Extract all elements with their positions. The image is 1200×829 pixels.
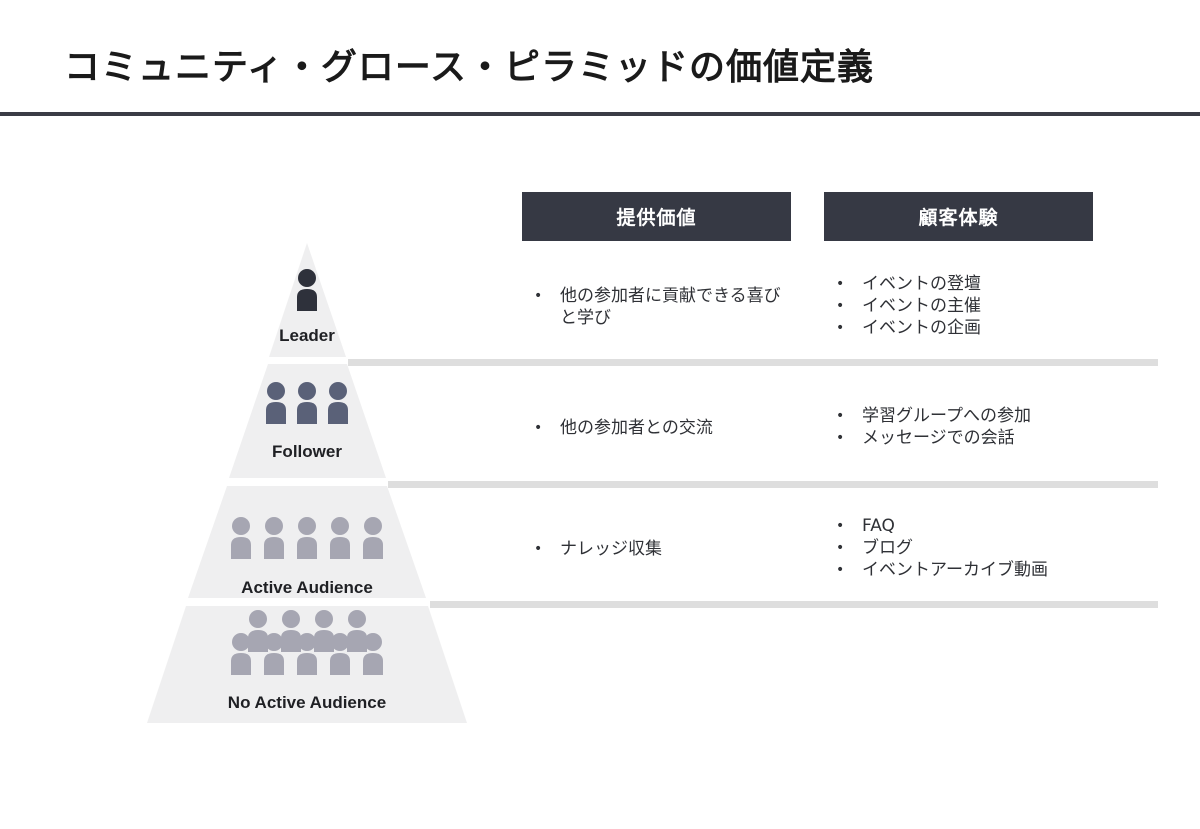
person-icon (330, 517, 350, 559)
person-icon (231, 517, 251, 559)
row-separator (388, 481, 1158, 488)
list-item: メッセージでの会話 (826, 427, 1126, 449)
list-item: イベントの主催 (826, 295, 1126, 317)
person-icon (264, 633, 284, 675)
list-item: 他の参加者との交流 (524, 417, 794, 439)
list-item: 学習グループへの参加 (826, 405, 1126, 427)
title-divider (0, 112, 1200, 116)
list-item: イベントの企画 (826, 317, 1126, 339)
person-icon (297, 269, 317, 311)
list-item: FAQ (826, 515, 1126, 537)
follower-experience-list: 学習グループへの参加 メッセージでの会話 (826, 405, 1126, 449)
list-item: イベントの登壇 (826, 273, 1126, 295)
list-item: イベントアーカイブ動画 (826, 559, 1126, 581)
row-separator (430, 601, 1158, 608)
list-item: ブログ (826, 537, 1126, 559)
list-item: 他の参加者に貢献できる喜びと学び (524, 285, 794, 329)
active-audience-value-list: ナレッジ収集 (524, 538, 794, 560)
person-icon (297, 633, 317, 675)
column-header-experience: 顧客体験 (824, 192, 1093, 241)
person-icon (297, 382, 317, 424)
tier-label-follower: Follower (272, 442, 342, 461)
column-header-value: 提供価値 (522, 192, 791, 241)
person-icon (363, 633, 383, 675)
person-icon (264, 517, 284, 559)
person-icon (297, 517, 317, 559)
page-title: コミュニティ・グロース・ピラミッドの価値定義 (64, 47, 875, 88)
person-icon (231, 633, 251, 675)
tier-label-leader: Leader (279, 326, 335, 345)
tier-label-active-audience: Active Audience (241, 578, 373, 597)
list-item: ナレッジ収集 (524, 538, 794, 560)
person-icon (328, 382, 348, 424)
follower-value-list: 他の参加者との交流 (524, 417, 794, 439)
person-icon (330, 633, 350, 675)
person-icon (266, 382, 286, 424)
tier-label-no-active-audience: No Active Audience (227, 693, 387, 712)
leader-value-list: 他の参加者に貢献できる喜びと学び (524, 285, 794, 329)
person-icon (248, 610, 268, 652)
person-icon (363, 517, 383, 559)
row-separator (348, 359, 1158, 366)
person-icon (281, 610, 301, 652)
person-icon (347, 610, 367, 652)
person-icon (314, 610, 334, 652)
active-audience-experience-list: FAQ ブログ イベントアーカイブ動画 (826, 515, 1126, 581)
leader-experience-list: イベントの登壇 イベントの主催 イベントの企画 (826, 273, 1126, 339)
